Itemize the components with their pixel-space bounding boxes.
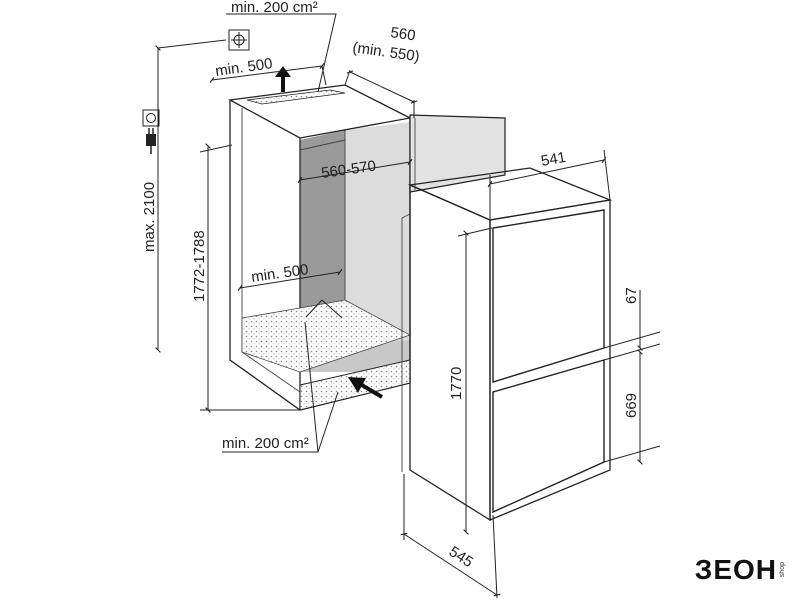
brand-logo: ЗЕОН shop xyxy=(695,554,786,586)
niche-cabinet xyxy=(227,84,506,411)
water-connection-icon xyxy=(228,29,250,51)
vent-bottom-label: min. 200 cm² xyxy=(222,435,309,452)
vent-top-label: min. 200 cm² xyxy=(231,0,318,16)
dimension-lines xyxy=(155,13,661,599)
depth-top-label: 560 xyxy=(389,24,416,44)
door-gap-label: 67 xyxy=(623,287,640,304)
plug-icon xyxy=(146,128,156,154)
niche-open-door xyxy=(409,114,506,193)
appliance-width-label: 541 xyxy=(540,149,568,170)
lower-door-label: 669 xyxy=(623,393,640,418)
appliance-height-label: 1770 xyxy=(448,367,465,400)
brand-sub: shop xyxy=(779,562,786,578)
fridge-upper-door xyxy=(492,209,605,383)
niche-height-label: 1772-1788 xyxy=(191,230,208,302)
top-vent-grill xyxy=(246,89,346,105)
fridge-appliance xyxy=(401,167,613,522)
fridge-hinge-top xyxy=(401,213,411,219)
brand-name: ЗЕОН xyxy=(694,554,777,585)
fridge-front xyxy=(489,199,611,521)
fridge-lower-door xyxy=(492,359,605,514)
niche-back-top xyxy=(299,139,346,151)
fridge-side xyxy=(409,184,491,522)
socket-icon xyxy=(142,109,160,127)
niche-height-max-label: max. 2100 xyxy=(141,182,158,252)
appliance-depth-label: 545 xyxy=(446,543,476,571)
